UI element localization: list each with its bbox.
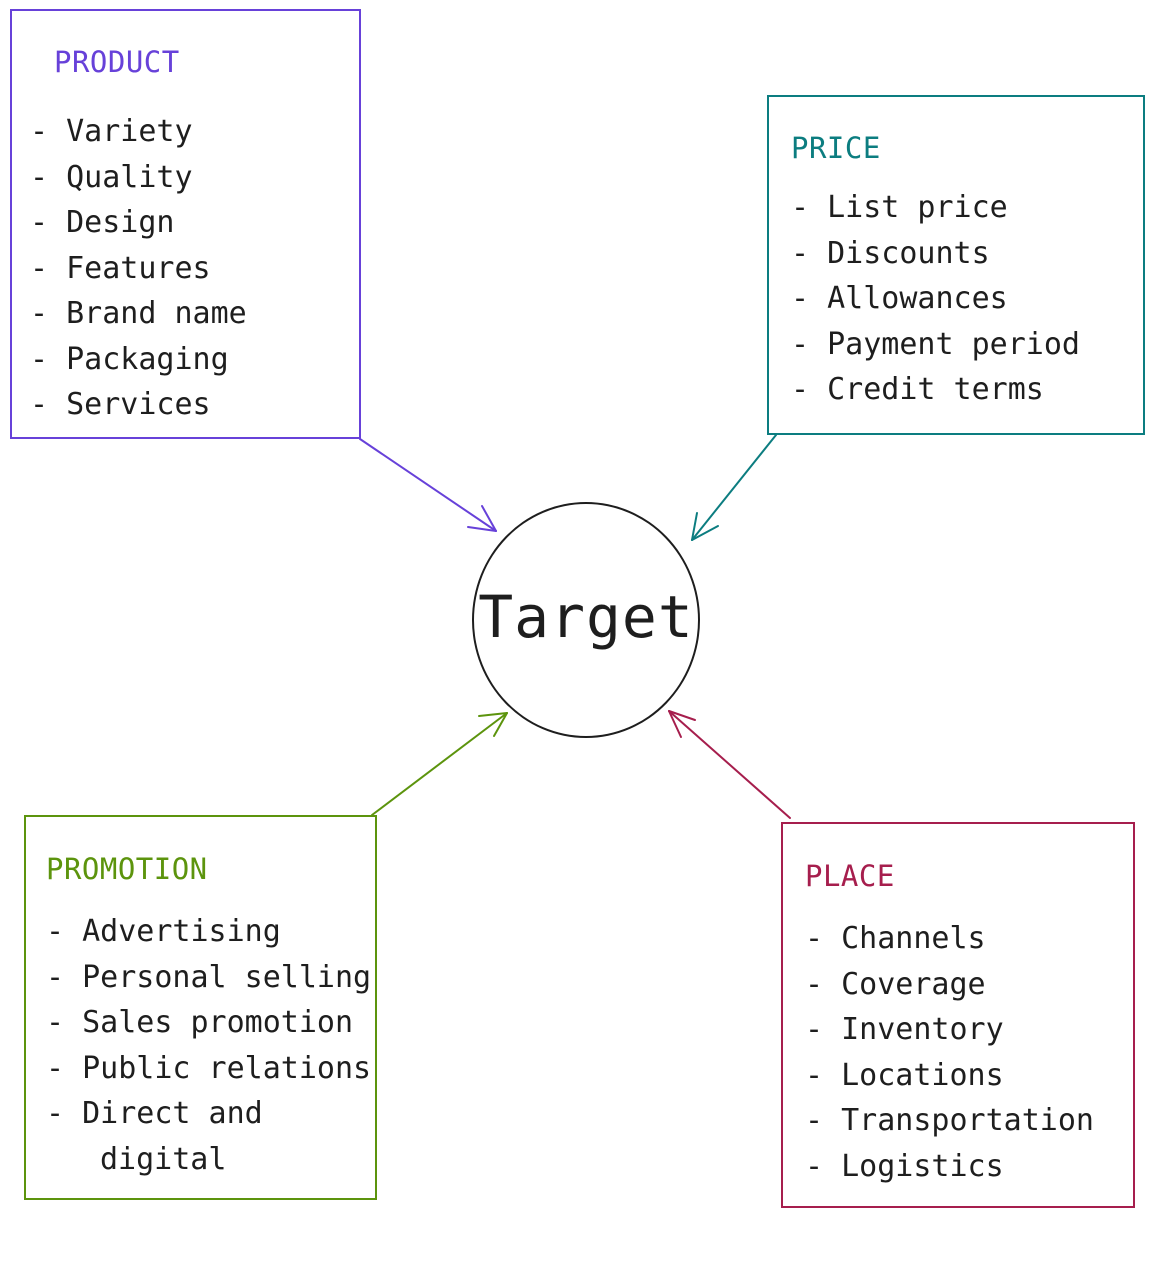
price-list: List price Discounts Allowances Payment …: [791, 185, 1080, 413]
place-box: PLACE Channels Coverage Inventory Locati…: [781, 822, 1135, 1208]
list-item: List price: [791, 185, 1080, 231]
promotion-box: PROMOTION Advertising Personal selling S…: [24, 815, 377, 1200]
list-item: Design: [30, 200, 247, 246]
list-item: Logistics: [805, 1144, 1094, 1190]
list-item: Credit terms: [791, 367, 1080, 413]
list-item: Coverage: [805, 962, 1094, 1008]
arrow-promotion-to-target: [371, 712, 508, 816]
promotion-title: PROMOTION: [46, 852, 208, 886]
product-list: Variety Quality Design Features Brand na…: [30, 109, 247, 428]
list-item: Packaging: [30, 337, 247, 383]
list-item: Public relations: [46, 1046, 371, 1092]
list-item: Inventory: [805, 1007, 1094, 1053]
target-circle: Target: [472, 502, 700, 738]
list-item: Variety: [30, 109, 247, 155]
arrow-place-to-target: [668, 710, 791, 819]
list-item: Channels: [805, 916, 1094, 962]
list-item: Services: [30, 382, 247, 428]
arrow-price-to-target: [691, 434, 777, 541]
arrow-product-to-target: [359, 438, 497, 532]
product-box: PRODUCT Variety Quality Design Features …: [10, 9, 361, 439]
place-list: Channels Coverage Inventory Locations Tr…: [805, 916, 1094, 1189]
promotion-list: Advertising Personal selling Sales promo…: [46, 909, 371, 1182]
list-item: Payment period: [791, 322, 1080, 368]
list-item: Personal selling: [46, 955, 371, 1001]
product-title: PRODUCT: [54, 45, 180, 79]
list-item: Transportation: [805, 1098, 1094, 1144]
list-item: Direct and digital: [46, 1091, 350, 1182]
price-title: PRICE: [791, 131, 881, 165]
list-item: Sales promotion: [46, 1000, 371, 1046]
list-item: Quality: [30, 155, 247, 201]
list-item: Allowances: [791, 276, 1080, 322]
price-box: PRICE List price Discounts Allowances Pa…: [767, 95, 1145, 435]
place-title: PLACE: [805, 859, 895, 893]
list-item: Discounts: [791, 231, 1080, 277]
list-item: Features: [30, 246, 247, 292]
list-item: Advertising: [46, 909, 371, 955]
target-label: Target: [478, 583, 694, 651]
list-item: Brand name: [30, 291, 247, 337]
list-item: Locations: [805, 1053, 1094, 1099]
